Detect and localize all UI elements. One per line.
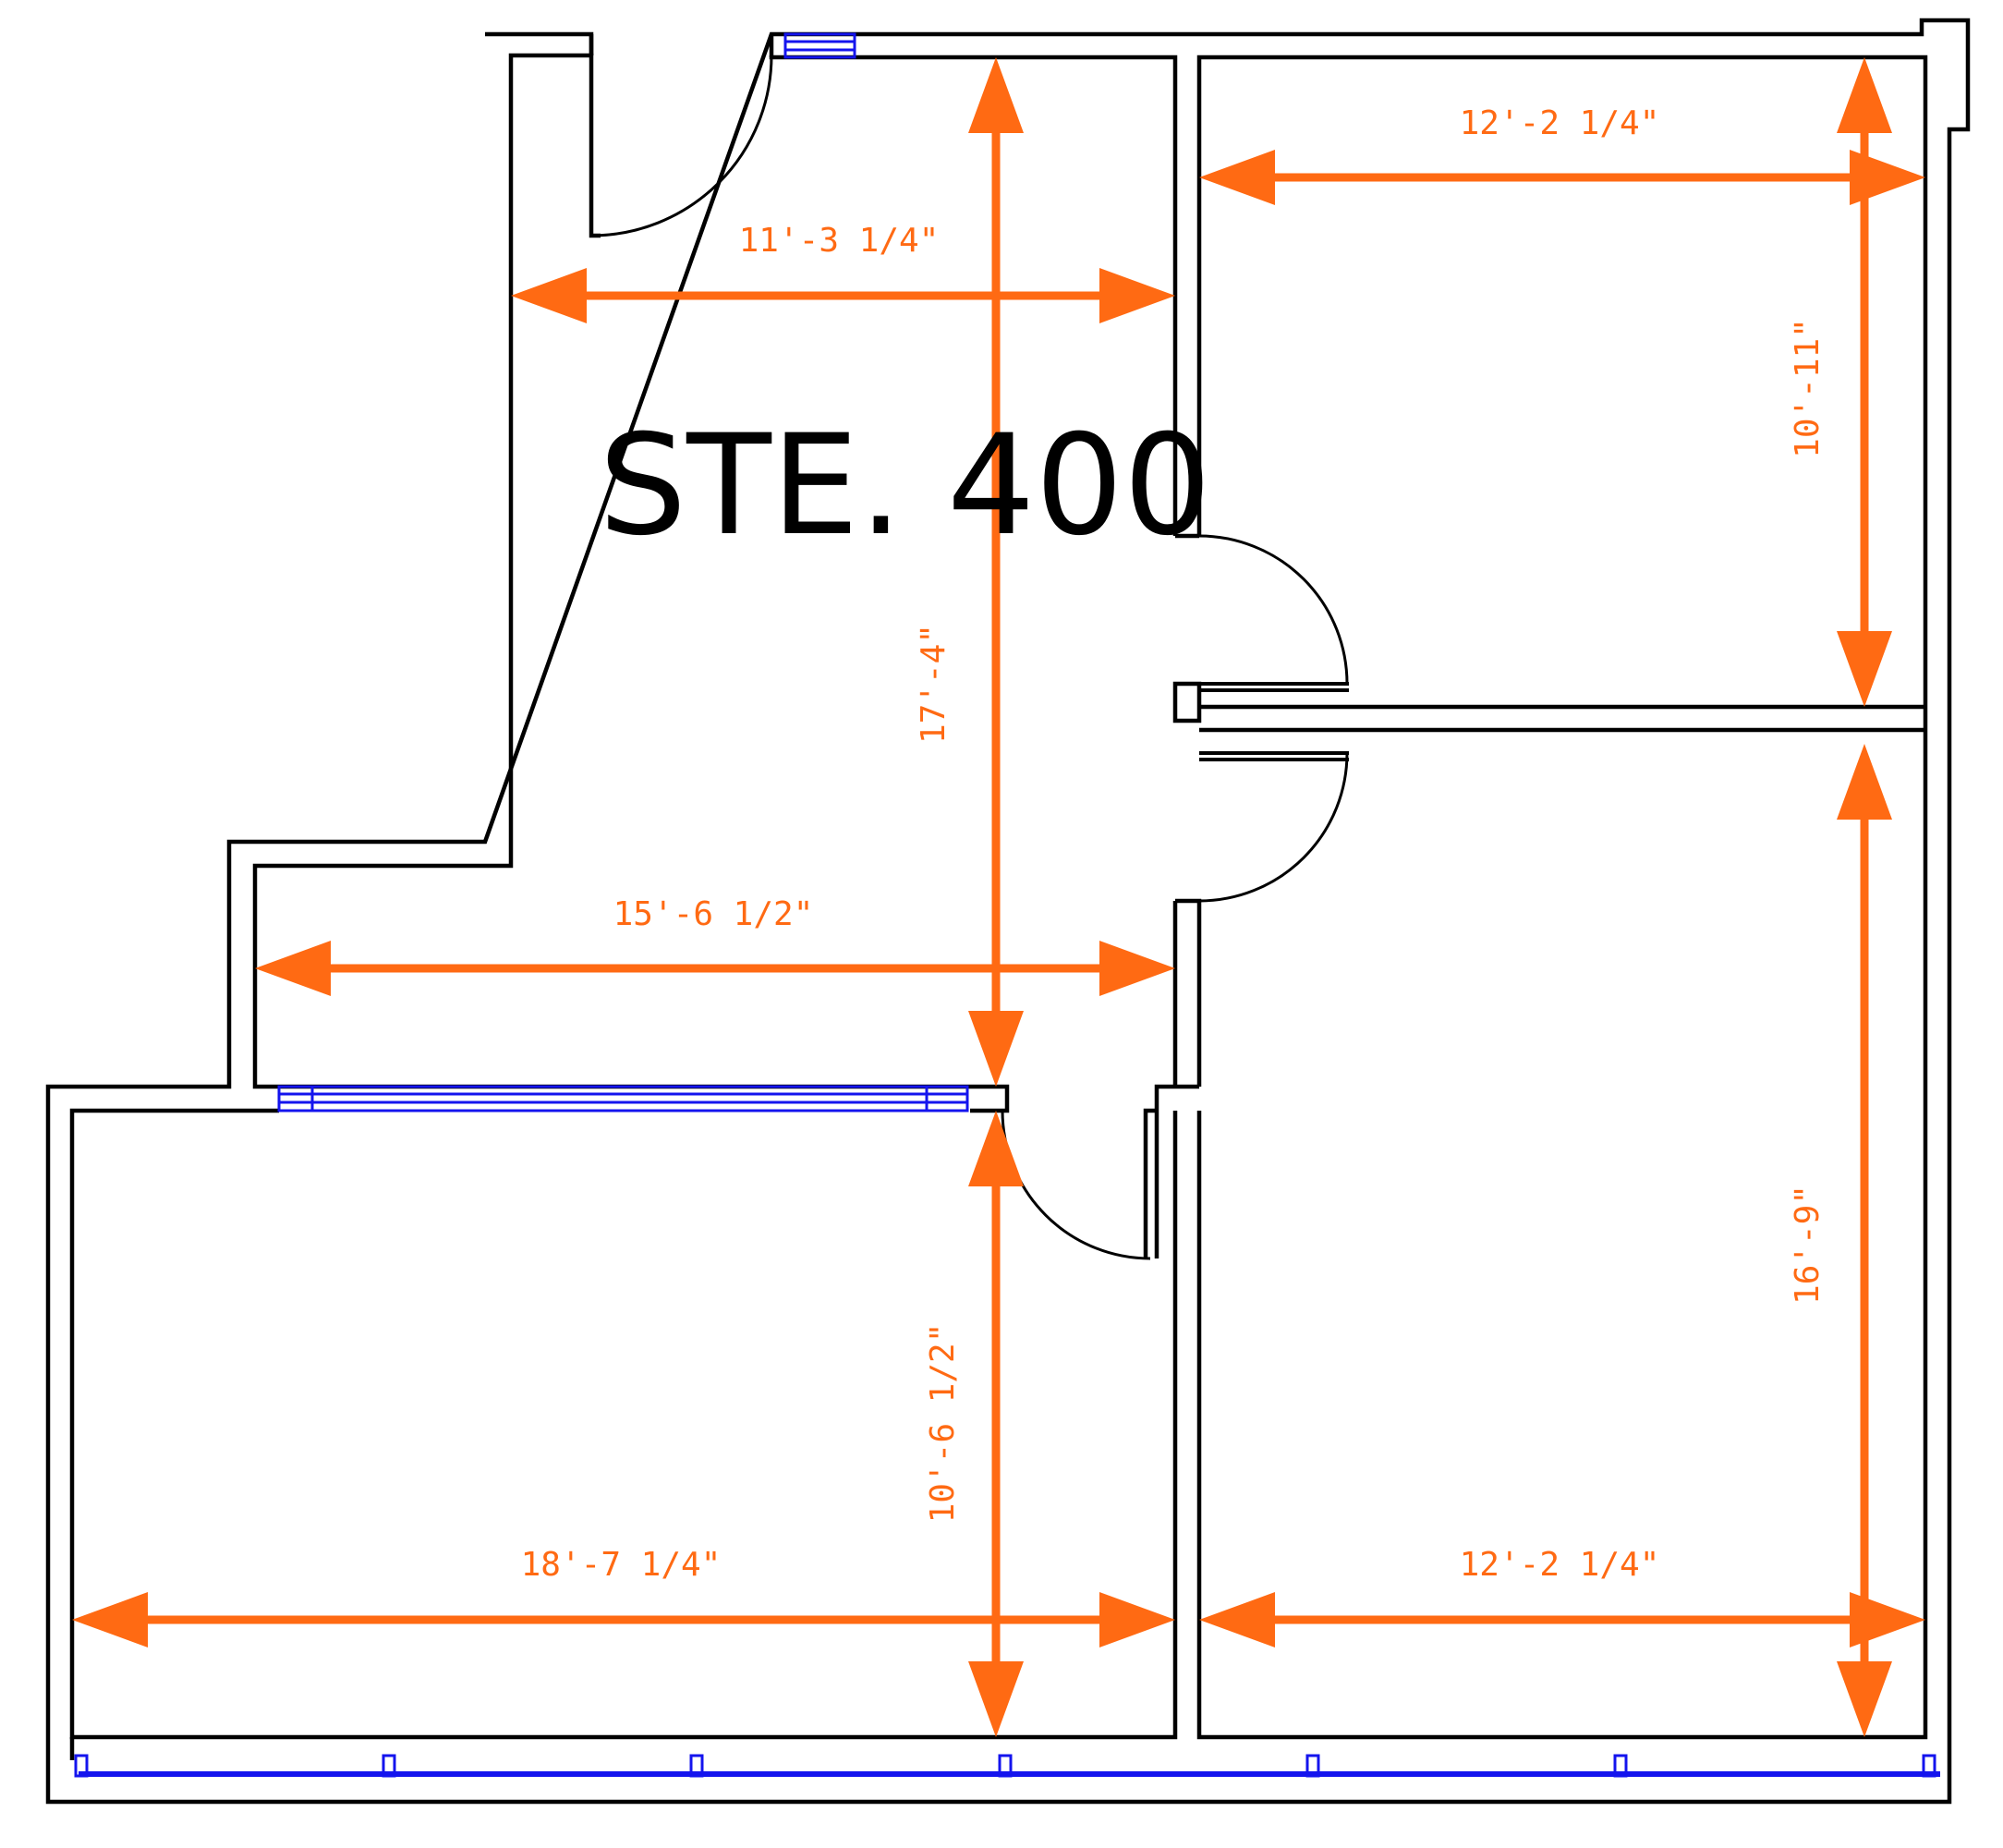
lower-main-width-arrow-head-start (255, 941, 331, 996)
ne-office-door-swing (1198, 534, 1349, 685)
main-room-depth-arrow-head-end (968, 1011, 1024, 1087)
entry-door-swing (590, 55, 773, 237)
main-room-depth-arrow-head-start (968, 57, 1024, 133)
outer-wall (45, 18, 1971, 1805)
windows (74, 32, 1940, 1778)
se-office-door-swing (1198, 752, 1349, 903)
upper-room-width-label: 11'-3 1/4" (739, 222, 940, 260)
office-sw-depth-arrow-head-start (968, 1111, 1024, 1186)
corridor-wall-left (1143, 533, 1202, 1258)
office-sw-depth-label: 10'-6 1/2" (924, 1323, 962, 1524)
office-ne-width-arrow (1199, 150, 1925, 205)
office-se-depth-arrow-head-end (1837, 1661, 1892, 1737)
office-sw-width-label: 18'-7 1/4" (521, 1546, 722, 1584)
main-room-depth-label: 17'-4" (915, 624, 953, 744)
sw-office-door-swing (1001, 1110, 1151, 1260)
office-se-width-arrow-head-end (1850, 1592, 1925, 1647)
office-se-width-arrow (1199, 1592, 1925, 1647)
walls (45, 18, 1971, 1805)
office-sw-width-arrow (72, 1592, 1175, 1647)
lower-main-width-arrow-head-end (1099, 941, 1175, 996)
main-room-depth-arrow (968, 57, 1024, 1087)
office-sw-width-arrow-head-end (1099, 1592, 1175, 1647)
office-sw-width-arrow-head-start (72, 1592, 148, 1647)
office-se-width-arrow-head-start (1199, 1592, 1275, 1647)
lower-main-width-label: 15'-6 1/2" (613, 895, 814, 933)
ne-se-divider (1199, 704, 1925, 733)
office-se-depth-label: 16'-9" (1789, 1185, 1827, 1305)
office-ne-depth-arrow (1837, 57, 1892, 707)
office-se-width-label: 12'-2 1/4" (1460, 1546, 1660, 1584)
office-ne-depth-arrow-head-start (1837, 57, 1892, 133)
main-sw-divider (279, 1084, 1010, 1113)
interior-window (277, 1085, 969, 1112)
office-ne-width-arrow-head-start (1199, 150, 1275, 205)
ne-office-door-leaf (1199, 682, 1349, 692)
top-window (783, 32, 856, 59)
office-sw-depth-arrow (968, 1111, 1024, 1737)
office-ne-depth-arrow-head-end (1837, 631, 1892, 707)
lower-main-width-arrow (255, 941, 1175, 996)
top-door-frame (589, 34, 774, 57)
upper-room-width-arrow-head-end (1099, 268, 1175, 323)
office-se-depth-arrow (1837, 744, 1892, 1737)
office-sw-depth-arrow-head-end (968, 1661, 1024, 1737)
dimension-arrows (72, 57, 1925, 1737)
doors (590, 55, 1349, 1260)
office-se-depth-arrow-head-start (1837, 744, 1892, 820)
upper-room-width-arrow-head-start (511, 268, 587, 323)
upper-room-width-arrow (511, 268, 1175, 323)
suite-label: STE. 400 (599, 406, 1211, 566)
south-window-wall (74, 1754, 1940, 1778)
office-ne-depth-label: 10'-11" (1789, 318, 1827, 458)
se-office-door-leaf (1199, 751, 1349, 761)
office-ne-width-label: 12'-2 1/4" (1460, 104, 1660, 142)
